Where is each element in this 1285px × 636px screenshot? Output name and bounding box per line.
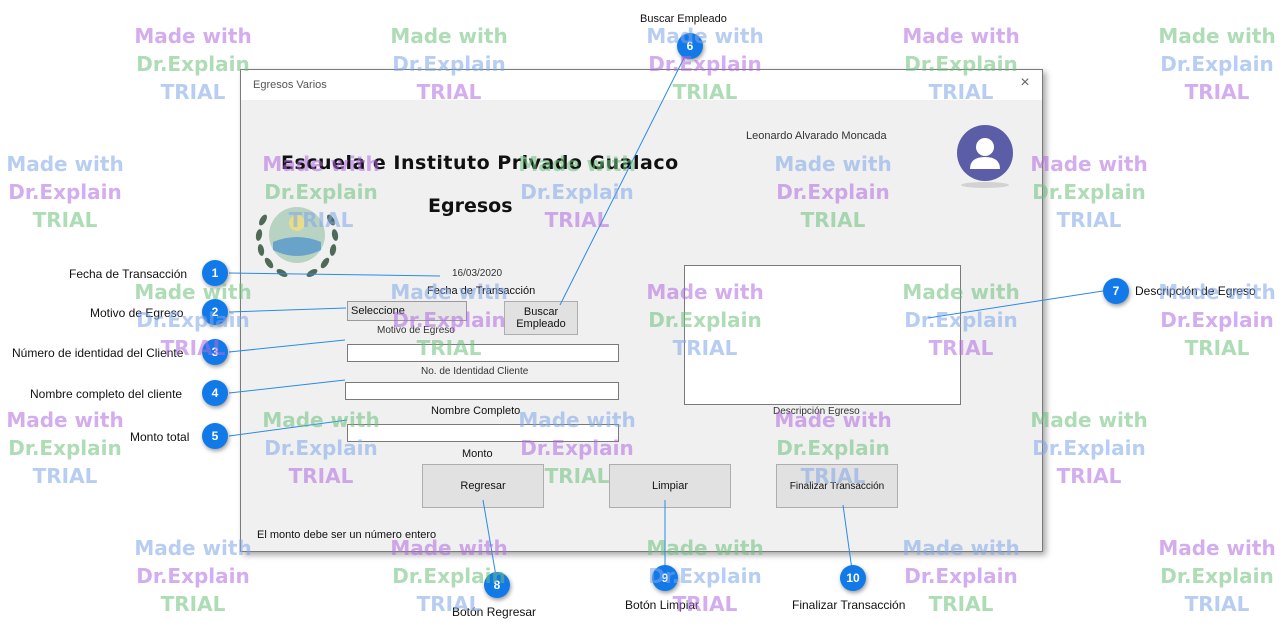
callout-text-1: Fecha de Transacción: [69, 267, 188, 281]
school-logo-icon: [255, 207, 339, 277]
monto-label: Monto: [462, 448, 493, 460]
id-cliente-input[interactable]: [347, 344, 619, 362]
motivo-egreso-label: Motivo de Egreso: [377, 325, 455, 336]
motivo-egreso-select[interactable]: Seleccione: [347, 301, 467, 321]
callout-badge-1: 1: [202, 260, 228, 286]
callout-badge-9: 9: [652, 565, 678, 591]
callout-badge-2: 2: [202, 299, 228, 325]
school-name: Escuela e Instituto Privado Gualaco: [281, 152, 679, 174]
user-avatar-icon: [957, 125, 1013, 181]
title-bar: Egresos Varios ×: [241, 70, 1042, 100]
fecha-transaccion-label: Fecha de Transacción: [427, 285, 536, 297]
callout-text-3: Número de identidad del Cliente: [12, 346, 184, 360]
callout-text-9: Botón Limpiar: [625, 598, 700, 612]
avatar-shadow: [961, 182, 1009, 188]
callout-badge-4: 4: [202, 380, 228, 406]
descripcion-egreso-label: Descripción Egreso: [773, 406, 860, 417]
descripcion-egreso-textarea[interactable]: [684, 265, 961, 405]
callout-text-6: Buscar Empleado: [640, 13, 727, 25]
page-title: Egresos: [428, 195, 513, 217]
callout-badge-8: 8: [484, 572, 510, 598]
id-cliente-label: No. de Identidad Cliente: [421, 366, 529, 377]
egresos-window: Egresos Varios × Escuela e Instituto Pri…: [240, 69, 1043, 552]
callout-text-10: Finalizar Transacción: [792, 598, 906, 612]
close-icon[interactable]: ×: [1020, 74, 1030, 91]
date-value[interactable]: 16/03/2020: [452, 268, 503, 279]
callout-text-2: Motivo de Egreso: [90, 306, 184, 320]
buscar-empleado-button[interactable]: Buscar Empleado: [504, 301, 578, 335]
callout-badge-10: 10: [840, 565, 866, 591]
user-name: Leonardo Alvarado Moncada: [746, 130, 887, 142]
status-message: El monto debe ser un número entero: [257, 529, 437, 541]
callout-text-7: Descripción de Egreso: [1135, 284, 1256, 298]
callout-badge-6: 6: [677, 33, 703, 59]
limpiar-button[interactable]: Limpiar: [609, 464, 731, 508]
finalizar-transaccion-button[interactable]: Finalizar Transacción: [776, 464, 898, 508]
callout-text-4: Nombre completo del cliente: [30, 387, 183, 401]
nombre-completo-label: Nombre Completo: [431, 405, 521, 417]
callout-text-5: Monto total: [130, 430, 190, 444]
nombre-completo-input[interactable]: [345, 382, 619, 400]
regresar-button[interactable]: Regresar: [422, 464, 544, 508]
callout-badge-7: 7: [1103, 278, 1129, 304]
callout-badge-3: 3: [202, 339, 228, 365]
callout-badge-5: 5: [202, 423, 228, 449]
window-title: Egresos Varios: [253, 79, 327, 91]
callout-text-8: Botón Regresar: [452, 605, 537, 619]
monto-input[interactable]: [347, 424, 619, 442]
